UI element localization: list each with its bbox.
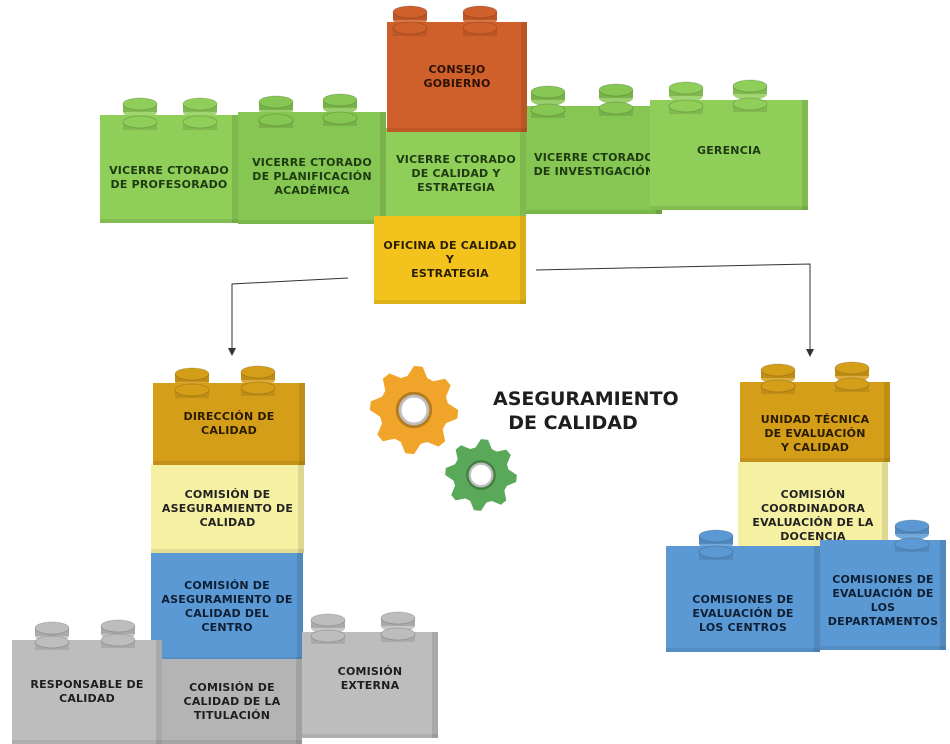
label-consejo: CONSEJO GOBIERNO	[423, 63, 491, 90]
gear-green-icon	[445, 439, 517, 511]
brick-direccion: DIRECCIÓN DE CALIDAD	[153, 383, 305, 465]
label-responsable: RESPONSABLE DE CALIDAD	[30, 678, 144, 705]
brick-comisiones-deptos: COMISIONES DE EVALUACIÓN DE LOS DEPARTAM…	[820, 540, 946, 650]
label-comision-aseg-centro: COMISIÓN DE ASEGURAMIENTO DE CALIDAD DEL…	[161, 579, 293, 634]
label-oficina: OFICINA DE CALIDAD Y ESTRATEGIA	[383, 239, 517, 280]
brick-gerencia: GERENCIA	[650, 100, 808, 210]
label-comisiones-centros: COMISIONES DE EVALUACIÓN DE LOS CENTROS	[692, 593, 794, 634]
brick-vr-investigacion: VICERRE CTORADO DE INVESTIGACIÓN	[526, 106, 662, 214]
brick-comisiones-centros: COMISIONES DE EVALUACIÓN DE LOS CENTROS	[666, 546, 820, 652]
brick-unidad-tecnica: UNIDAD TÉCNICA DE EVALUACIÓN Y CALIDAD	[740, 382, 890, 462]
label-comision-externa: COMISIÓN EXTERNA	[337, 665, 403, 692]
connector-left	[228, 277, 349, 356]
label-vr-investigacion: VICERRE CTORADO DE INVESTIGACIÓN	[533, 151, 655, 178]
connector-right	[535, 263, 814, 357]
label-vr-calidad: VICERRE CTORADO DE CALIDAD Y ESTRATEGIA	[396, 153, 516, 194]
brick-vr-planificacion: VICERRE CTORADO DE PLANIFICACIÓN ACADÉMI…	[238, 112, 386, 224]
label-comision-aseg: COMISIÓN DE ASEGURAMIENTO DE CALIDAD	[161, 488, 294, 529]
brick-comision-externa: COMISIÓN EXTERNA	[302, 632, 438, 738]
brick-comision-titulacion: COMISIÓN DE CALIDAD DE LA TITULACIÓN	[162, 659, 302, 744]
brick-comision-aseg: COMISIÓN DE ASEGURAMIENTO DE CALIDAD	[151, 465, 304, 553]
brick-comision-aseg-centro: COMISIÓN DE ASEGURAMIENTO DE CALIDAD DEL…	[151, 553, 303, 661]
gear-orange-icon	[369, 365, 459, 455]
label-comision-coord: COMISIÓN COORDINADORA EVALUACIÓN DE LA D…	[752, 488, 874, 543]
label-comisiones-deptos: COMISIONES DE EVALUACIÓN DE LOS DEPARTAM…	[827, 573, 939, 628]
brick-vr-calidad: VICERRE CTORADO DE CALIDAD Y ESTRATEGIA	[386, 128, 526, 220]
label-direccion: DIRECCIÓN DE CALIDAD	[183, 410, 275, 437]
brick-vr-profesorado: VICERRE CTORADO DE PROFESORADO	[100, 115, 238, 223]
center-title-line1: ASEGURAMIENTO	[493, 388, 679, 410]
brick-consejo: CONSEJO GOBIERNO	[387, 22, 527, 132]
center-title-line2: DE CALIDAD	[508, 412, 638, 434]
center-title: ASEGURAMIENTO DE CALIDAD	[493, 387, 679, 435]
brick-responsable: RESPONSABLE DE CALIDAD	[12, 640, 162, 744]
brick-comision-coord: COMISIÓN COORDINADORA EVALUACIÓN DE LA D…	[738, 462, 888, 570]
label-comision-titulacion: COMISIÓN DE CALIDAD DE LA TITULACIÓN	[183, 680, 281, 722]
label-gerencia: GERENCIA	[696, 144, 761, 157]
label-vr-planificacion: VICERRE CTORADO DE PLANIFICACIÓN ACADÉMI…	[252, 156, 372, 197]
label-vr-profesorado: VICERRE CTORADO DE PROFESORADO	[109, 164, 229, 191]
brick-oficina: OFICINA DE CALIDAD Y ESTRATEGIA	[374, 216, 526, 304]
label-unidad-tecnica: UNIDAD TÉCNICA DE EVALUACIÓN Y CALIDAD	[760, 413, 870, 454]
